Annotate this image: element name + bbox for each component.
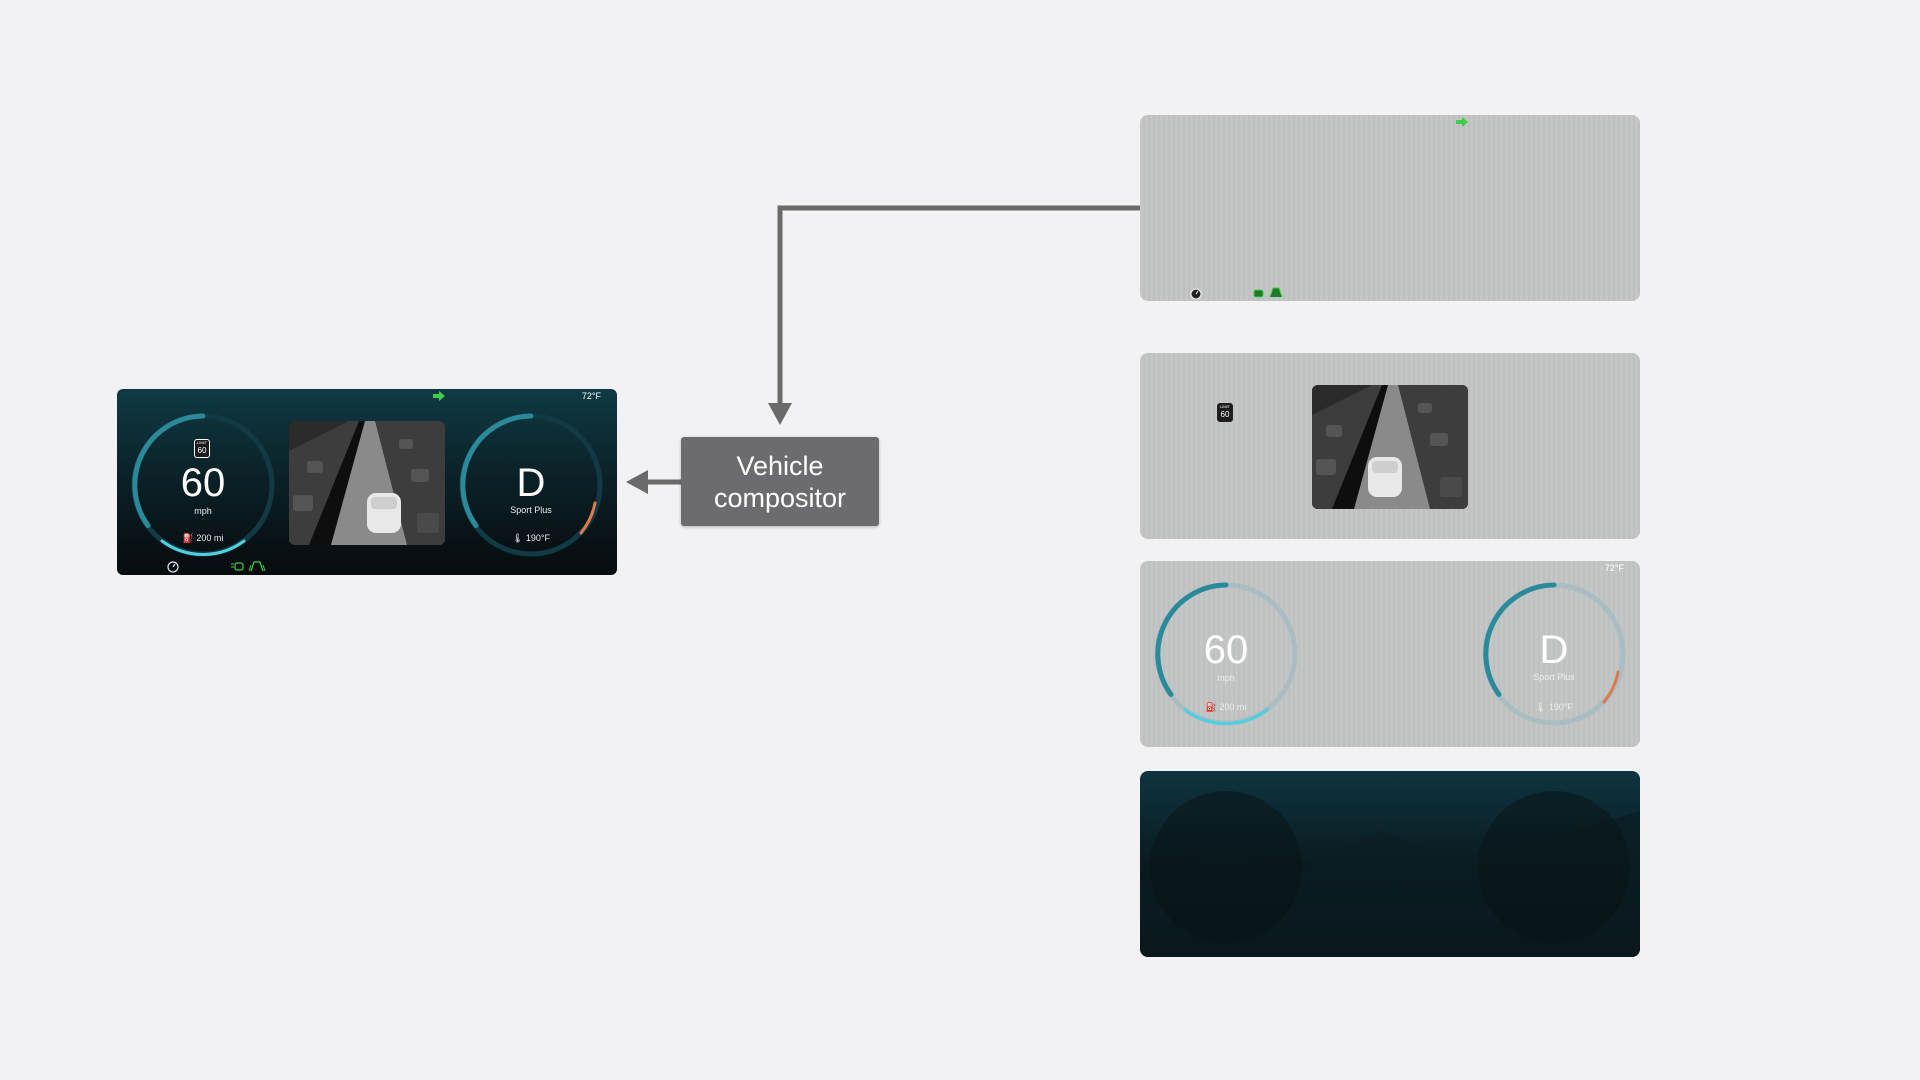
headlight-icon: [1253, 289, 1264, 298]
overlay-indicators-layer: [1140, 115, 1640, 301]
lane-assist-icon: [1269, 287, 1283, 298]
road-camera-view: [289, 421, 445, 545]
fuel-icon: ⛽: [182, 533, 194, 543]
cruise-control-icon: [1190, 288, 1202, 300]
lane-assist-icon: [248, 561, 266, 572]
gear-gauge: D Sport Plus 🌡 190°F: [455, 409, 607, 561]
gear-gauge: D Sport Plus 🌡 190°F: [1478, 578, 1630, 730]
engine-temp-readout: 🌡 190°F: [1534, 702, 1574, 712]
speed-value: 60: [180, 461, 226, 505]
background-layer: [1140, 771, 1640, 957]
outside-temperature: 72°F: [581, 391, 601, 401]
speed-unit: mph: [194, 506, 212, 516]
headlight-icon: [231, 562, 244, 571]
gear-value: D: [1539, 628, 1569, 672]
range-readout: ⛽ 200 mi: [1205, 702, 1247, 712]
range-readout: ⛽ 200 mi: [182, 533, 224, 543]
connector-overlay-to-compositor: [777, 205, 1140, 405]
gauges-layer: 72°F 60 mph ⛽ 200 mi D Sport Plus 🌡 190°…: [1140, 561, 1640, 747]
turn-signal-icon: [433, 391, 445, 401]
road-camera-view: [1312, 385, 1468, 509]
cruise-control-icon: [167, 561, 179, 573]
gear-value: D: [516, 461, 546, 505]
arrow-left-head: [626, 470, 648, 494]
engine-temp-readout: 🌡 190°F: [511, 533, 551, 543]
arrow-down-head: [768, 403, 792, 425]
thermometer-icon: 🌡: [1534, 702, 1547, 712]
outside-temperature: 72°F: [1604, 563, 1624, 573]
drive-mode: Sport Plus: [1533, 672, 1575, 682]
speed-unit: mph: [1217, 673, 1235, 683]
vehicle-compositor-box: Vehicle compositor: [681, 437, 879, 526]
turn-signal-icon: [1456, 117, 1468, 127]
speedometer-gauge: 60 mph ⛽ 200 mi: [1150, 578, 1302, 730]
drive-mode: Sport Plus: [510, 505, 552, 515]
fuel-icon: ⛽: [1205, 702, 1217, 712]
speed-value: 60: [1203, 628, 1249, 672]
thermometer-icon: 🌡: [511, 533, 524, 543]
